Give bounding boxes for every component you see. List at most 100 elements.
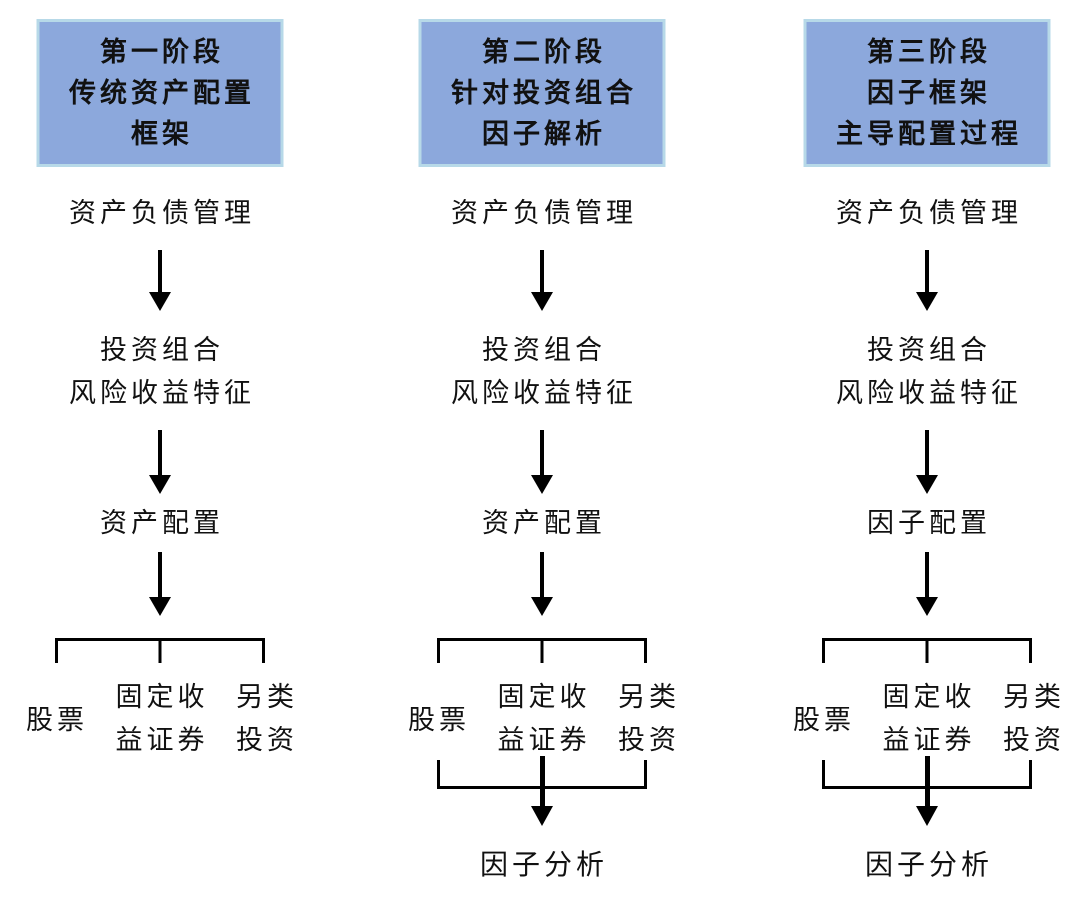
down-arrow (531, 430, 553, 494)
bracket-tick-mid (540, 641, 544, 663)
merge-down-arrow (916, 756, 938, 826)
step-label: 资产负债管理 (836, 198, 1022, 229)
arrow-head (149, 597, 171, 616)
step-label-line-1: 投资组合 (867, 335, 991, 366)
asset-label-line-2: 益证券 (882, 725, 976, 756)
arrow-shaft (158, 552, 162, 597)
down-arrow (916, 552, 938, 616)
stage-2-step-portfolio: 投资组合 风险收益特征 (392, 329, 692, 415)
arrow-head (916, 292, 938, 311)
step-label: 资产负债管理 (451, 198, 637, 229)
stage-1-step-portfolio: 投资组合 风险收益特征 (10, 329, 310, 415)
asset-equities-label: 股票 (789, 699, 855, 742)
step-label: 因子配置 (867, 508, 991, 539)
asset-label-line-1: 固定收 (115, 682, 209, 713)
down-arrow (531, 250, 553, 311)
arrow-head (916, 597, 938, 616)
bracket-tick-left (437, 641, 440, 663)
asset-equities-label: 股票 (22, 699, 88, 742)
asset-label-line-2: 投资 (236, 725, 298, 756)
asset-label-line-2: 益证券 (115, 725, 209, 756)
stage-2-factor-analysis-label: 因子分析 (392, 843, 692, 886)
step-label: 因子分析 (479, 848, 608, 881)
stage-2-header-line-1: 第二阶段 (482, 36, 606, 68)
bracket-tick-left (437, 760, 440, 786)
arrow-head (916, 475, 938, 494)
stage-2-step-allocation: 资产配置 (392, 502, 692, 545)
step-label-line-2: 风险收益特征 (69, 378, 255, 409)
stage-1-header-box: 第一阶段 传统资产配置 框架 (36, 19, 284, 167)
arrow-shaft (925, 250, 929, 292)
bracket-tick-right (644, 641, 647, 663)
asset-label-line-2: 投资 (1003, 725, 1065, 756)
branch-bracket (55, 638, 265, 663)
asset-alternatives-label: 另类 投资 (614, 676, 680, 762)
stage-3-step-portfolio: 投资组合 风险收益特征 (777, 329, 1077, 415)
arrow-head (531, 292, 553, 311)
stage-2-header-line-3: 因子解析 (482, 118, 606, 150)
asset-fixed-income-label: 固定收 益证券 (112, 676, 209, 762)
asset-label-line: 股票 (26, 705, 88, 736)
stage-3-factor-analysis-label: 因子分析 (777, 843, 1077, 886)
asset-fixed-income-label: 固定收 益证券 (494, 676, 591, 762)
arrow-shaft (540, 430, 544, 475)
stage-1-header-line-1: 第一阶段 (100, 36, 224, 68)
bracket-tick-mid (158, 641, 162, 663)
arrow-shaft (540, 552, 544, 597)
stage-1-column: 第一阶段 传统资产配置 框架 资产负债管理 投资组合 风险收益特征 资产配置 (10, 0, 310, 912)
branch-bracket (437, 638, 647, 663)
arrow-shaft (925, 552, 929, 597)
down-arrow (149, 552, 171, 616)
arrow-shaft (924, 756, 930, 806)
asset-alternatives-label: 另类 投资 (232, 676, 298, 762)
stage-1-header-line-3: 框架 (131, 118, 193, 150)
down-arrow (916, 430, 938, 494)
asset-label-line-1: 固定收 (497, 682, 591, 713)
step-label: 因子分析 (864, 848, 993, 881)
bracket-tick-right (1029, 641, 1032, 663)
down-arrow (531, 552, 553, 616)
step-label-line-1: 投资组合 (482, 335, 606, 366)
bracket-tick-right (1029, 760, 1032, 786)
arrow-head (531, 806, 553, 826)
stage-1-header-line-2: 传统资产配置 (69, 77, 255, 109)
merge-down-arrow (531, 756, 553, 826)
arrow-head (916, 806, 938, 826)
step-label: 资产配置 (482, 508, 606, 539)
arrow-shaft (158, 250, 162, 292)
stage-3-column: 第三阶段 因子框架 主导配置过程 资产负债管理 投资组合 风险收益特征 因子配置 (777, 0, 1077, 912)
bracket-tick-left (822, 760, 825, 786)
arrow-head (531, 475, 553, 494)
bracket-tick-mid (925, 641, 929, 663)
bracket-tick-left (55, 641, 58, 663)
bracket-tick-right (262, 641, 265, 663)
branch-bracket (822, 638, 1032, 663)
stage-3-step-factor-allocation: 因子配置 (777, 502, 1077, 545)
arrow-head (149, 475, 171, 494)
down-arrow (149, 250, 171, 311)
asset-label-line-2: 益证券 (497, 725, 591, 756)
step-label-line-1: 投资组合 (100, 335, 224, 366)
stage-2-header-box: 第二阶段 针对投资组合 因子解析 (418, 19, 666, 167)
arrow-shaft (158, 430, 162, 475)
arrow-shaft (540, 250, 544, 292)
stage-1-step-allocation: 资产配置 (10, 502, 310, 545)
asset-label-line-1: 另类 (1003, 682, 1065, 713)
down-arrow (149, 430, 171, 494)
arrow-head (149, 292, 171, 311)
asset-label-line-1: 另类 (618, 682, 680, 713)
asset-label-line-1: 固定收 (882, 682, 976, 713)
stage-3-header-line-1: 第三阶段 (867, 36, 991, 68)
step-label: 资产配置 (100, 508, 224, 539)
asset-alternatives-label: 另类 投资 (999, 676, 1065, 762)
arrow-head (531, 597, 553, 616)
stage-2-step-asset-liability: 资产负债管理 (392, 192, 692, 235)
step-label: 资产负债管理 (69, 198, 255, 229)
stage-2-column: 第二阶段 针对投资组合 因子解析 资产负债管理 投资组合 风险收益特征 资产配置 (392, 0, 692, 912)
asset-label-line-2: 投资 (618, 725, 680, 756)
stage-3-header-box: 第三阶段 因子框架 主导配置过程 (803, 19, 1051, 167)
asset-label-line-1: 另类 (236, 682, 298, 713)
step-label-line-2: 风险收益特征 (836, 378, 1022, 409)
asset-equities-label: 股票 (404, 699, 470, 742)
